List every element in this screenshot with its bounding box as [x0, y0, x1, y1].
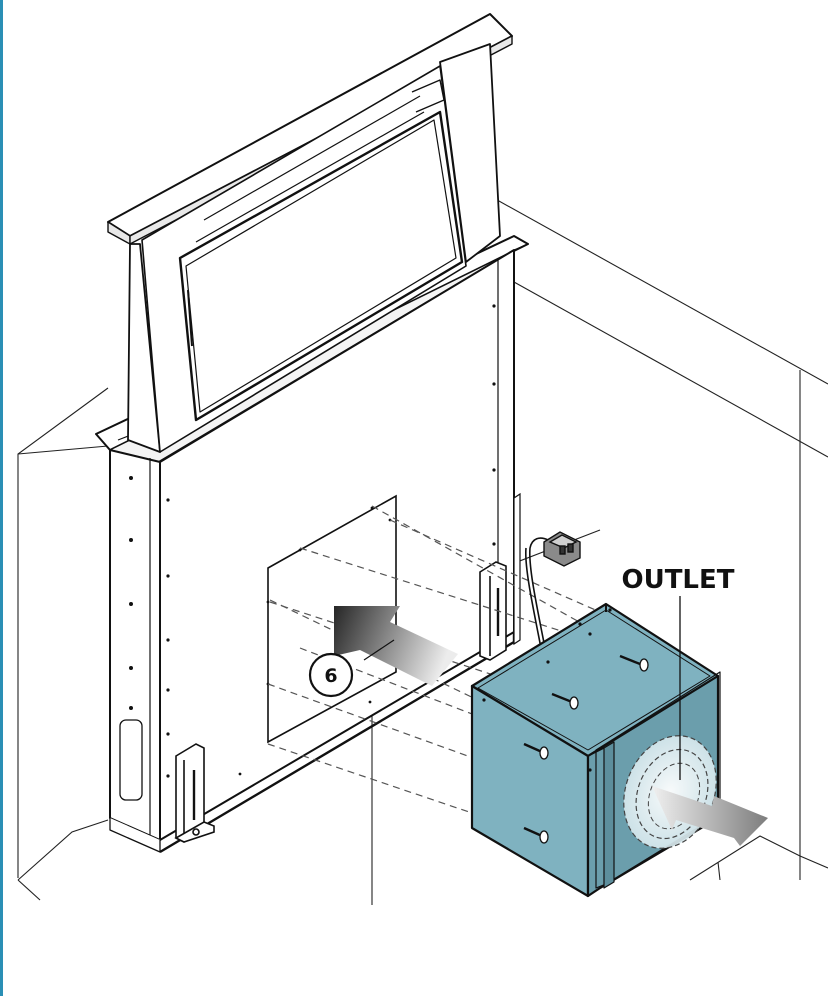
outlet-label-group: OUTLET [621, 565, 735, 780]
screw-icon [523, 826, 549, 844]
mounting-brackets [174, 492, 521, 843]
screws [523, 654, 649, 844]
screw-icon [551, 692, 579, 710]
screw-icon [523, 742, 549, 760]
extraction-head [107, 13, 513, 453]
screw-icon [619, 654, 649, 672]
electrical-connector-icon [543, 531, 581, 567]
outlet-label: OUTLET [621, 565, 734, 595]
callout-number: 6 [324, 665, 337, 687]
airflow-in-arrow [334, 606, 458, 686]
airflow-out-arrow [652, 786, 768, 846]
callout-6: 6 [308, 639, 395, 698]
